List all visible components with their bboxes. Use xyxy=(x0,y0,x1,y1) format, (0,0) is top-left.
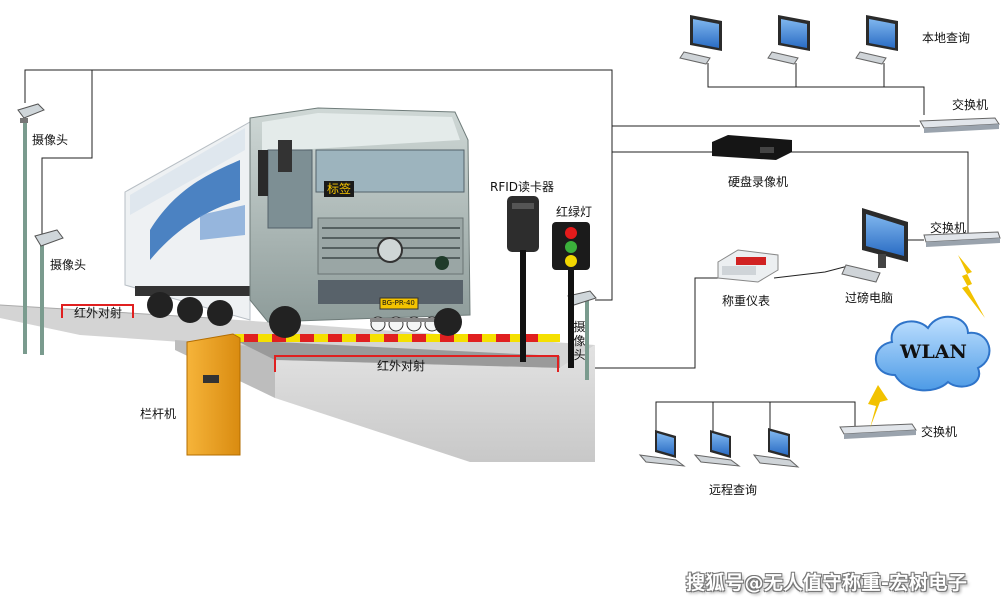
ir-bottom-label: 红外对射 xyxy=(377,359,426,373)
switch-mid-device xyxy=(923,231,1001,247)
remote-laptop-3 xyxy=(752,428,800,468)
infrared-beam-bottom xyxy=(274,355,559,372)
switch-top-device xyxy=(919,117,1000,133)
tag-label: 标签 xyxy=(324,181,355,197)
remote-query-label: 远程查询 xyxy=(709,483,758,497)
camera-mid-label: 摄像头 xyxy=(50,258,87,272)
switch-bottom-device xyxy=(839,423,917,439)
weigh-indicator xyxy=(717,249,779,283)
local-query-label: 本地查询 xyxy=(922,31,971,45)
watermark: 搜狐号@无人值守称重-宏树电子 xyxy=(686,572,968,594)
barrier-gate xyxy=(186,333,241,456)
wlan-label: WLAN xyxy=(900,341,967,363)
traffic-light-label: 红绿灯 xyxy=(556,205,593,219)
traffic-light xyxy=(552,222,590,368)
local-query-pc-1 xyxy=(679,15,722,65)
remote-laptop-2 xyxy=(693,430,741,467)
local-query-pc-3 xyxy=(855,15,898,65)
infrared-beam-left xyxy=(61,304,134,318)
dvr-label: 硬盘录像机 xyxy=(728,175,789,189)
dvr xyxy=(712,135,792,160)
ir-left-label: 红外对射 xyxy=(74,306,123,320)
camera-mid xyxy=(34,229,64,247)
camera-right-label: 摄像头 xyxy=(573,320,586,362)
switch-bottom-label: 交换机 xyxy=(921,425,958,439)
truck xyxy=(124,107,471,338)
switch-mid-label: 交换机 xyxy=(930,221,967,235)
wlan-cloud xyxy=(874,315,991,392)
camera-pole-right xyxy=(585,300,589,380)
camera-pole-left xyxy=(23,118,27,354)
camera-top-label: 摄像头 xyxy=(32,133,69,147)
weigh-pc xyxy=(841,208,908,283)
local-query-pc-2 xyxy=(767,15,810,65)
rfid-reader-label: RFID读卡器 xyxy=(490,180,555,194)
remote-laptop-1 xyxy=(638,430,686,467)
rfid-reader xyxy=(507,196,539,362)
barrier-label: 栏杆机 xyxy=(140,407,177,421)
camera-pole-mid xyxy=(40,243,44,355)
lightning-bottom xyxy=(868,385,888,428)
camera-top xyxy=(17,103,45,123)
switch-top-label: 交换机 xyxy=(952,98,989,112)
lightning-top xyxy=(958,255,985,318)
barrier-arm xyxy=(235,334,560,342)
weigh-pc-label: 过磅电脑 xyxy=(845,291,894,305)
truck-plate: BG-PR-40 xyxy=(382,299,415,307)
weigh-indicator-label: 称重仪表 xyxy=(722,294,771,308)
